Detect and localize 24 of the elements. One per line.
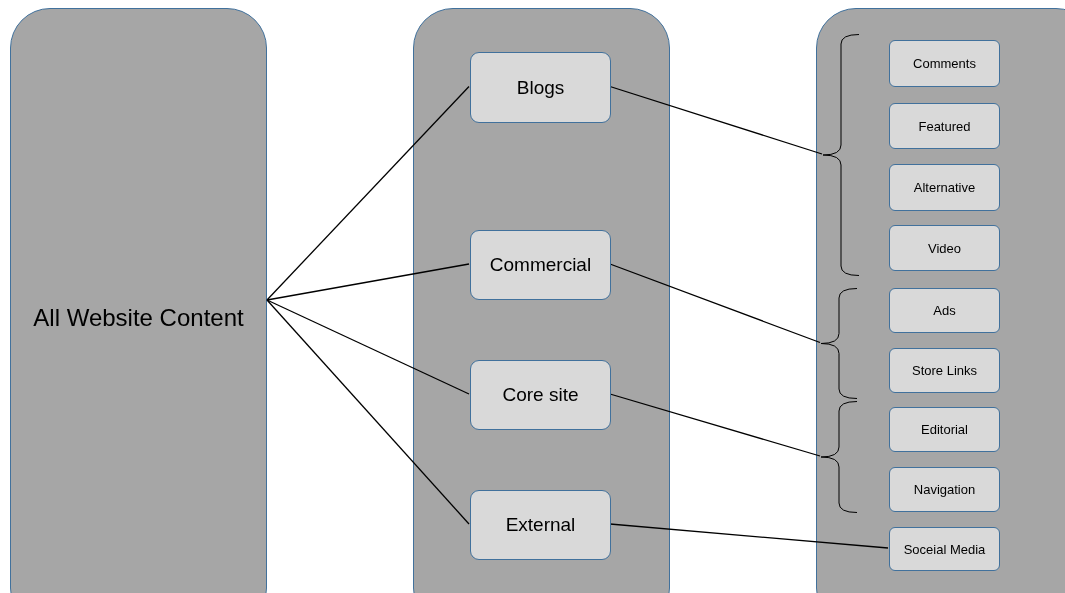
category-box: Core site xyxy=(470,360,611,430)
connector-line xyxy=(609,85,823,155)
item-box: Store Links xyxy=(889,348,1000,393)
item-box: Soceial Media xyxy=(889,527,1000,571)
item-box: Alternative xyxy=(889,164,1000,211)
connector-line xyxy=(266,299,470,525)
item-box: Comments xyxy=(889,40,1000,87)
item-box: Navigation xyxy=(889,467,1000,512)
panel xyxy=(816,8,1065,593)
connector-line xyxy=(609,393,821,457)
item-box: Editorial xyxy=(889,407,1000,452)
connector-line xyxy=(266,263,470,301)
item-box: Ads xyxy=(889,288,1000,333)
panel: All Website Content xyxy=(10,8,267,593)
category-box: Commercial xyxy=(470,230,611,300)
connector-line xyxy=(266,85,470,301)
connector-line xyxy=(609,523,889,549)
panel xyxy=(413,8,670,593)
item-box: Featured xyxy=(889,103,1000,149)
connector-line xyxy=(266,299,470,395)
category-box: Blogs xyxy=(470,52,611,123)
category-box: External xyxy=(470,490,611,560)
item-box: Video xyxy=(889,225,1000,271)
connector-line xyxy=(609,263,821,344)
